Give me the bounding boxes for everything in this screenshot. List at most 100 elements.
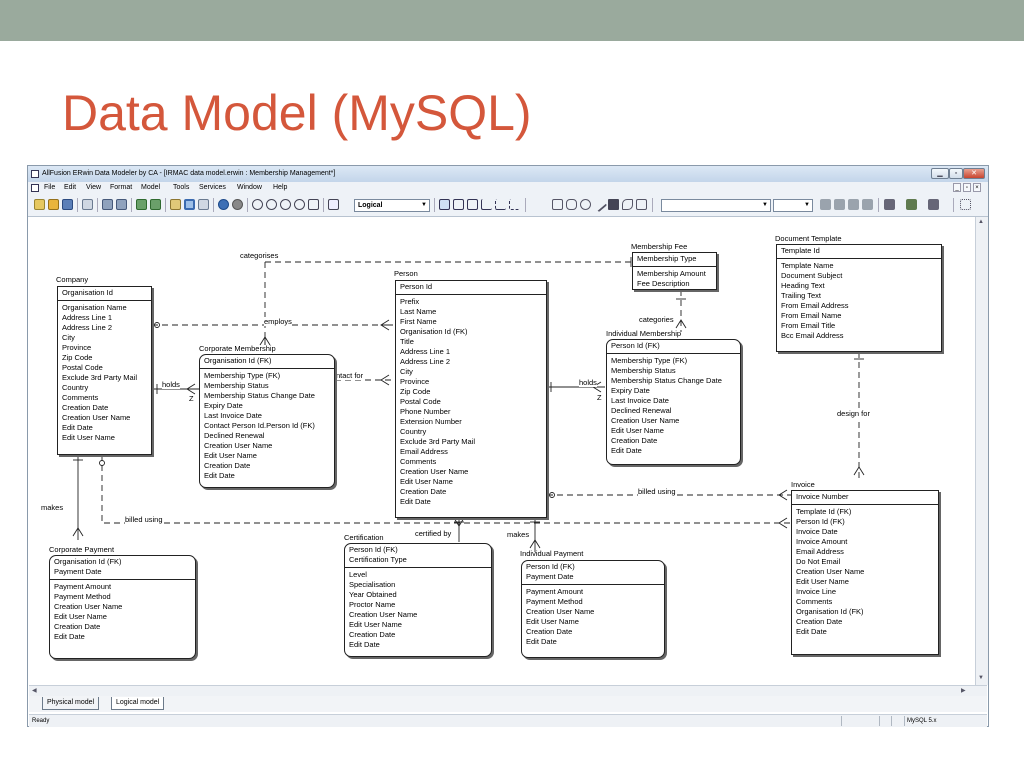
entity-title-certification: Certification <box>344 533 384 542</box>
rectangle-tool-icon[interactable] <box>552 199 563 210</box>
scroll-down-icon[interactable]: ▼ <box>978 675 984 681</box>
scroll-right-icon[interactable]: ▶ <box>961 688 966 694</box>
fill-color-icon[interactable] <box>608 199 619 210</box>
replace-icon[interactable] <box>116 199 127 210</box>
maximize-button[interactable]: ▫ <box>949 168 963 179</box>
scroll-up-icon[interactable]: ▲ <box>978 219 984 225</box>
line-color-icon[interactable] <box>928 199 939 210</box>
entity-document-template[interactable]: Template Id Template Name Document Subje… <box>776 244 942 352</box>
font-size-select[interactable]: ▼ <box>773 199 813 212</box>
entity-attribute: Invoice Line <box>796 587 837 596</box>
entity-corporate-membership[interactable]: Organisation Id (FK) Membership Type (FK… <box>199 354 335 488</box>
menu-window[interactable]: Window <box>237 184 262 191</box>
menu-file[interactable]: File <box>44 184 56 191</box>
pointer-tool-icon[interactable] <box>439 199 450 210</box>
font-icon[interactable] <box>884 199 895 210</box>
entity-attribute: Membership Amount <box>637 269 706 278</box>
minimize-button[interactable]: ▁ <box>931 168 949 179</box>
scroll-left-icon[interactable]: ◀ <box>32 688 37 694</box>
entity-invoice[interactable]: Invoice Number Template Id (FK) Person I… <box>791 490 939 655</box>
rel-label-billed-using-company[interactable]: billed using <box>125 515 163 524</box>
font-color-icon[interactable] <box>622 199 633 210</box>
zoom-fit-icon[interactable] <box>280 199 291 210</box>
diagram-canvas[interactable]: categorises employs holds Z ntact for ho… <box>29 217 975 685</box>
bold-icon[interactable] <box>820 199 831 210</box>
vertical-scrollbar[interactable]: ▲ ▼ <box>975 217 988 685</box>
rel-label-employs[interactable]: employs <box>264 317 292 326</box>
entity-person[interactable]: Person Id Prefix Last Name First Name Or… <box>395 280 547 518</box>
subtype-tool-icon[interactable] <box>467 199 478 210</box>
entity-corporate-payment[interactable]: Organisation Id (FK) Payment Date Paymen… <box>49 555 196 659</box>
menu-services[interactable]: Services <box>199 184 226 191</box>
open-icon[interactable] <box>48 199 59 210</box>
many-to-many-relationship-icon[interactable] <box>495 199 506 210</box>
menu-view[interactable]: View <box>86 184 102 191</box>
italic-icon[interactable] <box>834 199 845 210</box>
rel-label-makes-company[interactable]: makes <box>41 503 64 512</box>
alignment-icon[interactable] <box>960 199 971 210</box>
menu-tools[interactable]: Tools <box>173 184 190 191</box>
line-tool-icon[interactable] <box>591 196 608 213</box>
underline-icon[interactable] <box>848 199 859 210</box>
entity-individual-membership[interactable]: Person Id (FK) Membership Type (FK) Memb… <box>606 339 741 465</box>
text-tool-icon[interactable] <box>636 199 647 210</box>
horizontal-scrollbar[interactable]: ◀ ▶ <box>29 685 987 697</box>
save-icon[interactable] <box>62 199 73 210</box>
close-button[interactable]: ✕ <box>963 168 985 179</box>
rel-label-makes-person[interactable]: makes <box>507 530 530 539</box>
find-icon[interactable] <box>102 199 113 210</box>
rel-label-design-for[interactable]: design for <box>837 409 870 418</box>
display-level-icon[interactable] <box>328 199 339 210</box>
rel-label-contact-for[interactable]: ntact for <box>336 371 364 380</box>
stop-icon[interactable] <box>232 199 243 210</box>
zoom-actual-icon[interactable] <box>294 199 305 210</box>
document-icon[interactable] <box>31 184 39 192</box>
entity-individual-payment[interactable]: Person Id (FK) Payment Date Payment Amou… <box>521 560 665 658</box>
reverse-engineer-icon[interactable] <box>150 199 161 210</box>
rounded-rect-tool-icon[interactable] <box>566 199 577 210</box>
window-titlebar[interactable]: AllFusion ERwin Data Modeler by CA - [IR… <box>28 166 988 182</box>
fill-bucket-icon[interactable] <box>906 199 917 210</box>
entity-attribute: Membership Status <box>611 366 676 375</box>
rel-label-certified-by[interactable]: certified by <box>415 529 452 538</box>
zoom-in-icon[interactable] <box>252 199 263 210</box>
entity-company[interactable]: Organisation Id Organisation Name Addres… <box>57 286 152 455</box>
entity-attribute: Edit User Name <box>526 617 579 626</box>
entity-tool-icon[interactable] <box>453 199 464 210</box>
ellipse-tool-icon[interactable] <box>580 199 591 210</box>
rel-label-categorises[interactable]: categorises <box>240 251 279 260</box>
menu-model[interactable]: Model <box>141 184 161 191</box>
diagram-window-icon[interactable] <box>184 199 195 210</box>
rel-label-holds-company[interactable]: holds <box>162 380 180 389</box>
overview-icon[interactable] <box>198 199 209 210</box>
toolbar-separator <box>77 198 78 212</box>
identifying-relationship-icon[interactable] <box>481 199 492 210</box>
new-icon[interactable] <box>34 199 45 210</box>
tab-logical-model[interactable]: Logical model <box>111 697 165 710</box>
view-level-select[interactable]: Logical▼ <box>354 199 430 212</box>
strikeout-icon[interactable] <box>862 199 873 210</box>
entity-attribute: Title <box>400 337 414 346</box>
menu-format[interactable]: Format <box>110 184 133 191</box>
entity-certification[interactable]: Person Id (FK) Certification Type Level … <box>344 543 492 657</box>
mdi-restore-icon[interactable]: ▫ <box>963 183 971 192</box>
model-explorer-icon[interactable] <box>170 199 181 210</box>
rel-label-categories[interactable]: categories <box>639 315 674 324</box>
font-name-select[interactable]: ▼ <box>661 199 771 212</box>
entity-attribute: Edit User Name <box>611 426 664 435</box>
rel-label-billed-using-person[interactable]: billed using <box>638 487 676 496</box>
non-identifying-relationship-icon[interactable] <box>509 199 520 210</box>
entity-membership-fee[interactable]: Membership Type Membership Amount Fee De… <box>632 252 717 290</box>
forward-engineer-icon[interactable] <box>136 199 147 210</box>
print-icon[interactable] <box>82 199 93 210</box>
mdi-minimize-icon[interactable]: _ <box>953 183 961 192</box>
menu-edit[interactable]: Edit <box>64 184 77 191</box>
zoom-select-icon[interactable] <box>308 199 319 210</box>
mdi-close-icon[interactable]: × <box>973 183 981 192</box>
menu-help[interactable]: Help <box>273 184 288 191</box>
toolbar-separator <box>434 198 435 212</box>
zoom-out-icon[interactable] <box>266 199 277 210</box>
tab-physical-model[interactable]: Physical model <box>42 697 100 710</box>
complete-compare-icon[interactable] <box>218 199 229 210</box>
rel-label-holds-person[interactable]: holds <box>579 378 597 387</box>
